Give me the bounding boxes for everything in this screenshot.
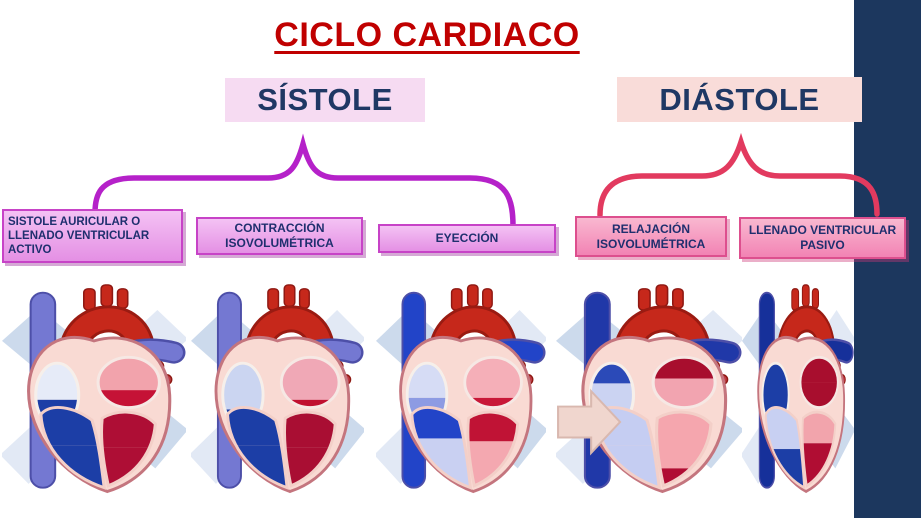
stage-box-eyeccion: EYECCIÓN: [378, 224, 556, 253]
right-accent-bar: [854, 0, 921, 518]
stage-label: EYECCIÓN: [435, 231, 499, 246]
page-title-text: CICLO CARDIACO: [274, 16, 580, 54]
heart-illustration-5: [742, 283, 854, 507]
heart-illustration-2: [191, 283, 364, 507]
stage-label: LLENADO VENTRICULAR PASIVO: [748, 223, 897, 252]
systole-header-label: SÍSTOLE: [257, 82, 393, 117]
stage-label: SISTOLE AURICULAR O LLENADO VENTRICULAR …: [8, 215, 150, 256]
stage-box-relajacion-isovolumetrica: RELAJACIÓN ISOVOLUMÉTRICA: [575, 216, 727, 257]
diastole-header: DIÁSTOLE: [617, 77, 862, 122]
heart-illustration-3: [376, 283, 546, 507]
stage-box-contraccion-isovolumetrica: CONTRACCIÓN ISOVOLUMÉTRICA: [196, 217, 363, 255]
systole-header: SÍSTOLE: [225, 78, 425, 122]
diastole-brace-icon: [597, 132, 880, 218]
page-title: CICLO CARDIACO: [0, 16, 854, 55]
stage-box-llenado-ventricular-pasivo: LLENADO VENTRICULAR PASIVO: [739, 217, 906, 259]
stage-box-sistole-auricular: SISTOLE AURICULAR O LLENADO VENTRICULAR …: [2, 209, 183, 263]
heart-illustration-1: [2, 283, 186, 507]
heart-illustration-4: [556, 283, 742, 507]
stage-label: CONTRACCIÓN ISOVOLUMÉTRICA: [225, 221, 334, 250]
heart-illustrations-row: [0, 283, 921, 507]
diastole-header-label: DIÁSTOLE: [659, 81, 820, 117]
stage-label: RELAJACIÓN ISOVOLUMÉTRICA: [596, 221, 706, 251]
